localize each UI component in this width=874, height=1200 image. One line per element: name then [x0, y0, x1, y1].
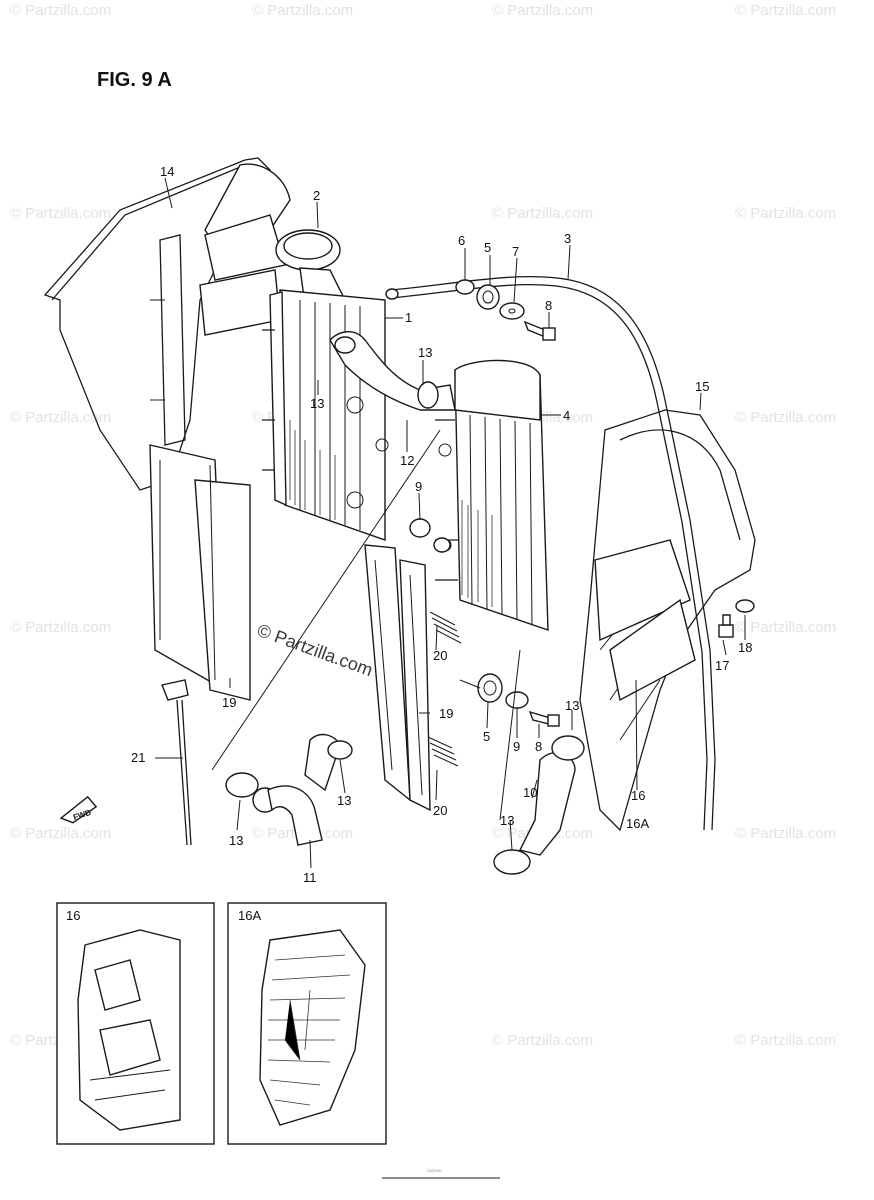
callout-13-hose-upper: 13: [418, 345, 432, 360]
callout-1: 1: [405, 310, 412, 325]
callout-4: 4: [563, 408, 570, 423]
callout-21: 21: [131, 750, 145, 765]
callout-14: 14: [160, 164, 174, 179]
watermark: © Partzilla.com: [492, 1032, 593, 1049]
callout-2: 2: [313, 188, 320, 203]
watermark: © Partzilla.com: [10, 619, 111, 636]
callout-18: 18: [738, 640, 752, 655]
callout-10: 10: [523, 785, 537, 800]
watermark: © Partzilla.com: [10, 2, 111, 19]
callout-3: 3: [564, 231, 571, 246]
watermark: © Partzilla.com: [10, 205, 111, 222]
callout-8-lower: 8: [535, 739, 542, 754]
overflow-tube: [385, 276, 716, 831]
center-watermark: © Partzilla.com: [255, 620, 376, 680]
callout-16A: 16A: [626, 816, 649, 831]
figure-title: FIG. 9 A: [97, 69, 172, 91]
watermark: © Partzilla.com: [492, 205, 593, 222]
callout-20-upper: 20: [433, 648, 447, 663]
watermark: © Partzilla.com: [735, 1032, 836, 1049]
callout-19-left: 19: [222, 695, 236, 710]
callout-13-left-upper: 13: [337, 793, 351, 808]
callout-15: 15: [695, 379, 709, 394]
upper-fasteners: [455, 279, 556, 341]
upper-hose: [329, 331, 456, 411]
inset-label-16: 16: [66, 908, 80, 923]
watermark: © Partzilla.com: [735, 2, 836, 19]
springs: [427, 611, 462, 767]
inset-16: 16: [56, 902, 215, 1145]
callout-13-right-lower: 13: [500, 813, 514, 828]
callout-19-center: 19: [439, 706, 453, 721]
watermark: © Partzilla.com: [735, 619, 836, 636]
footer-text: SUZUKI: [427, 1168, 442, 1173]
guard-left: [149, 444, 251, 701]
callout-5-lower: 5: [483, 729, 490, 744]
callout-9-upper: 9: [415, 479, 422, 494]
guard-center: [364, 544, 431, 812]
watermark: © Partzilla.com: [252, 2, 353, 19]
watermark: © Partzilla.com: [492, 2, 593, 19]
inset-label-16A: 16A: [238, 908, 261, 923]
callout-9-lower: 9: [513, 739, 520, 754]
leader-lines: [155, 177, 746, 869]
callout-7: 7: [512, 244, 519, 259]
forward-arrow-icon: FWD: [59, 795, 98, 824]
callout-8-upper: 8: [545, 298, 552, 313]
shroud-fasteners: [718, 599, 755, 638]
lower-hose-left: [225, 733, 353, 846]
callout-12: 12: [400, 453, 414, 468]
callout-labels: 14 2 3 6 5 7 8 1 13 13 4 15 12 9 20 19 1…: [131, 164, 752, 885]
shroud-right: [579, 409, 756, 832]
callout-20-lower: 20: [433, 803, 447, 818]
watermark: © Partzilla.com: [735, 205, 836, 222]
callout-6: 6: [458, 233, 465, 248]
callout-13-radiator: 13: [310, 396, 324, 411]
callout-13-left-lower: 13: [229, 833, 243, 848]
callout-13-right-upper: 13: [565, 698, 579, 713]
callout-16: 16: [631, 788, 645, 803]
watermark: © Partzilla.com: [735, 409, 836, 426]
watermark: © Partzilla.com: [10, 409, 111, 426]
callout-11: 11: [303, 870, 317, 885]
grommets: [409, 518, 560, 727]
callout-17: 17: [715, 658, 729, 673]
tie-strap: [161, 679, 192, 846]
callout-5-upper: 5: [484, 240, 491, 255]
radiator-left: [262, 289, 389, 541]
inset-16A: 16A: [227, 902, 387, 1145]
shroud-left: [43, 157, 291, 491]
watermark: © Partzilla.com: [10, 825, 111, 842]
watermark: © Partzilla.com: [735, 825, 836, 842]
radiator-right: [435, 359, 549, 631]
lower-hose-right: [493, 735, 585, 875]
